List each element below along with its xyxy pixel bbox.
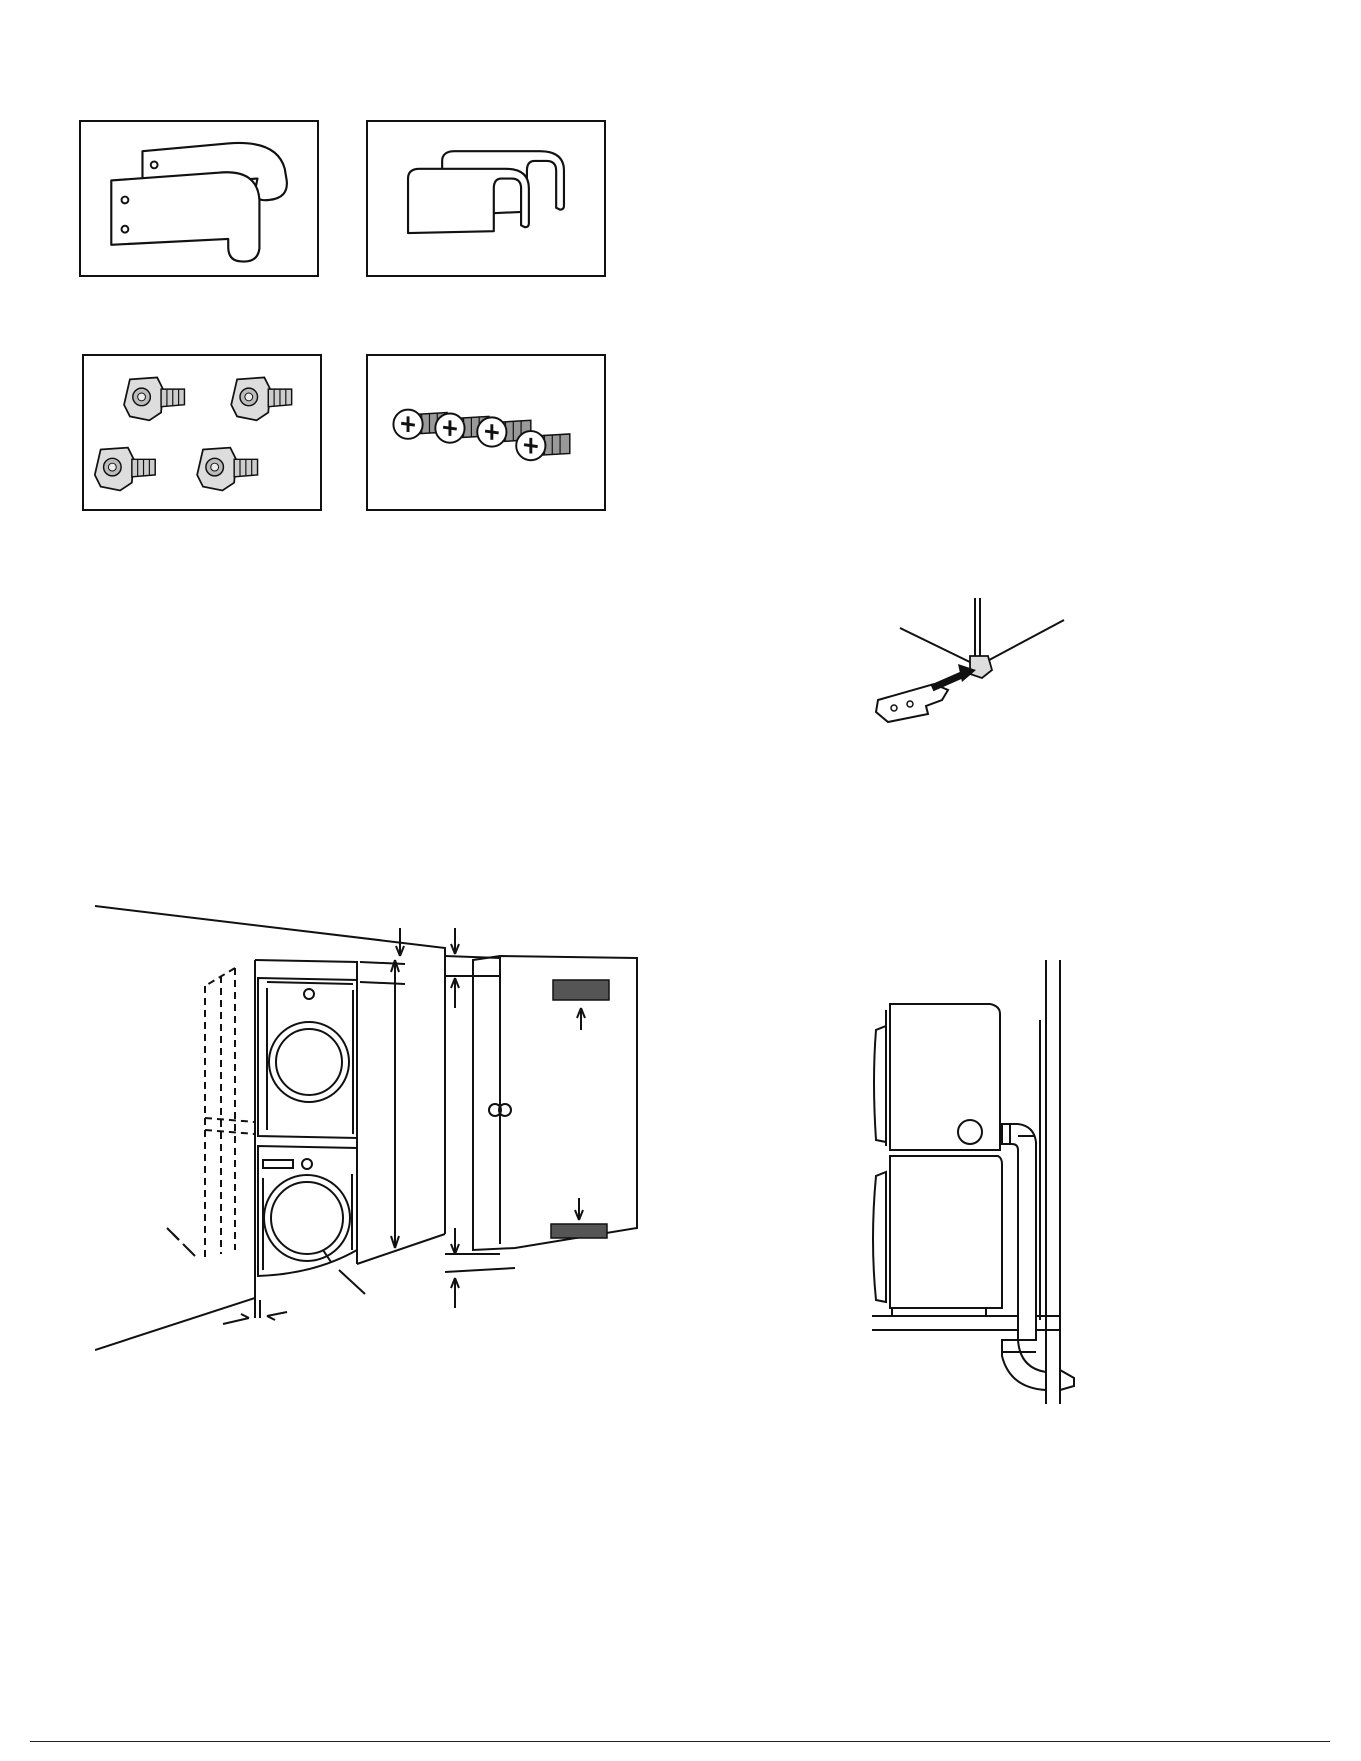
side-view-exhaust-figure (870, 960, 1090, 1410)
bracket-icon (81, 122, 317, 275)
arrow-icon (870, 598, 1070, 734)
bracket-covers-panel (366, 120, 606, 277)
foot-icon (84, 356, 320, 509)
cover-icon (368, 122, 604, 275)
closet-installation-figure (95, 898, 640, 1358)
bracket-attach-figure (870, 598, 1070, 734)
bracket-screws-panel (366, 354, 606, 511)
stacking-brackets-panel (79, 120, 319, 277)
footer-rule (30, 1741, 1330, 1742)
duct-icon (870, 960, 1090, 1410)
leveling-feet-panel (82, 354, 322, 511)
closet-icon (95, 898, 640, 1358)
screw-icon (368, 356, 604, 509)
